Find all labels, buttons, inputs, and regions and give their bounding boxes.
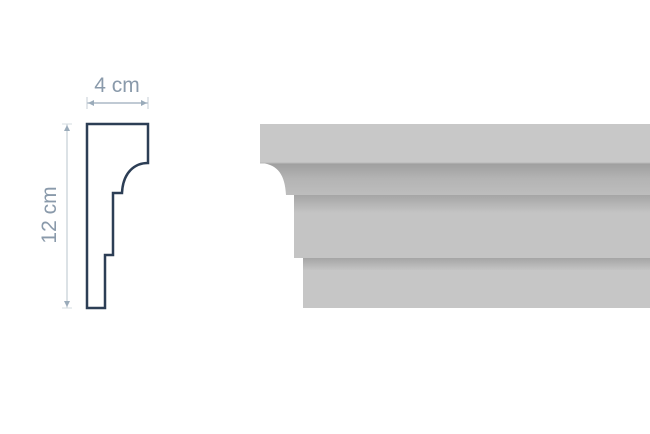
height-dimension: 12 cm (38, 123, 72, 309)
molding-top-band (260, 124, 650, 163)
width-dimension: 4 cm (86, 74, 149, 109)
profile-outline (85, 122, 150, 310)
molding-bottom-step-shadow (303, 258, 650, 270)
width-arrowheads (88, 100, 147, 106)
height-label: 12 cm (38, 186, 61, 243)
width-label: 4 cm (94, 74, 140, 97)
molding-render (260, 124, 650, 308)
molding-cove (262, 163, 650, 195)
molding-middle-step-shadow (294, 195, 650, 213)
